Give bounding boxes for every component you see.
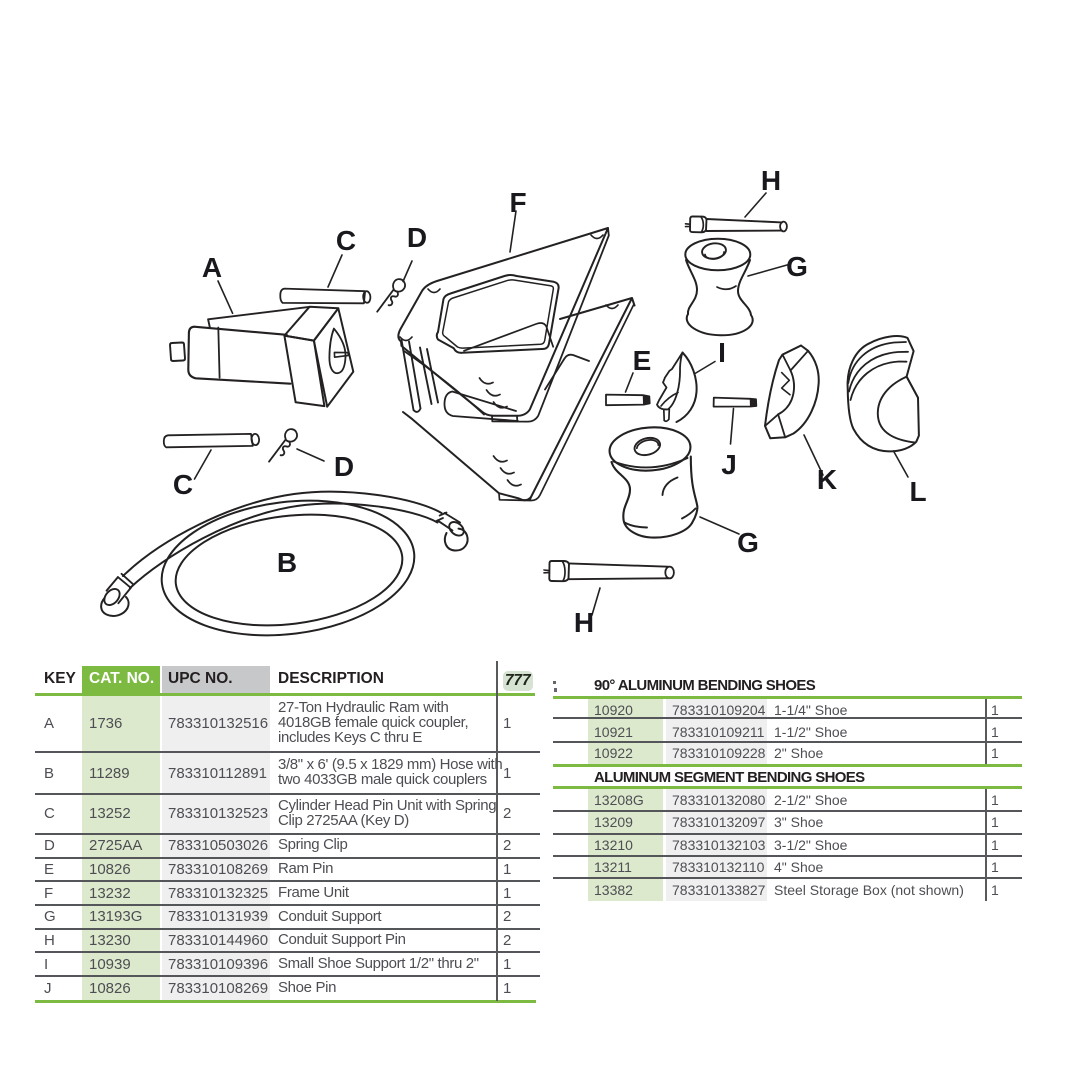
svg-text:B: B	[277, 547, 297, 578]
svg-text:H: H	[761, 165, 781, 196]
svg-text:H: H	[574, 607, 594, 638]
svg-text:C: C	[336, 225, 356, 256]
svg-text:D: D	[407, 222, 427, 253]
svg-text:J: J	[721, 449, 737, 480]
svg-text:F: F	[509, 187, 526, 218]
svg-text:L: L	[909, 476, 926, 507]
svg-text:G: G	[786, 251, 808, 282]
svg-text:K: K	[817, 464, 837, 495]
svg-text:E: E	[633, 345, 652, 376]
svg-text:I: I	[718, 337, 726, 368]
svg-text:C: C	[173, 469, 193, 500]
svg-text:G: G	[737, 527, 759, 558]
svg-text:D: D	[334, 451, 354, 482]
svg-text:A: A	[202, 252, 222, 283]
